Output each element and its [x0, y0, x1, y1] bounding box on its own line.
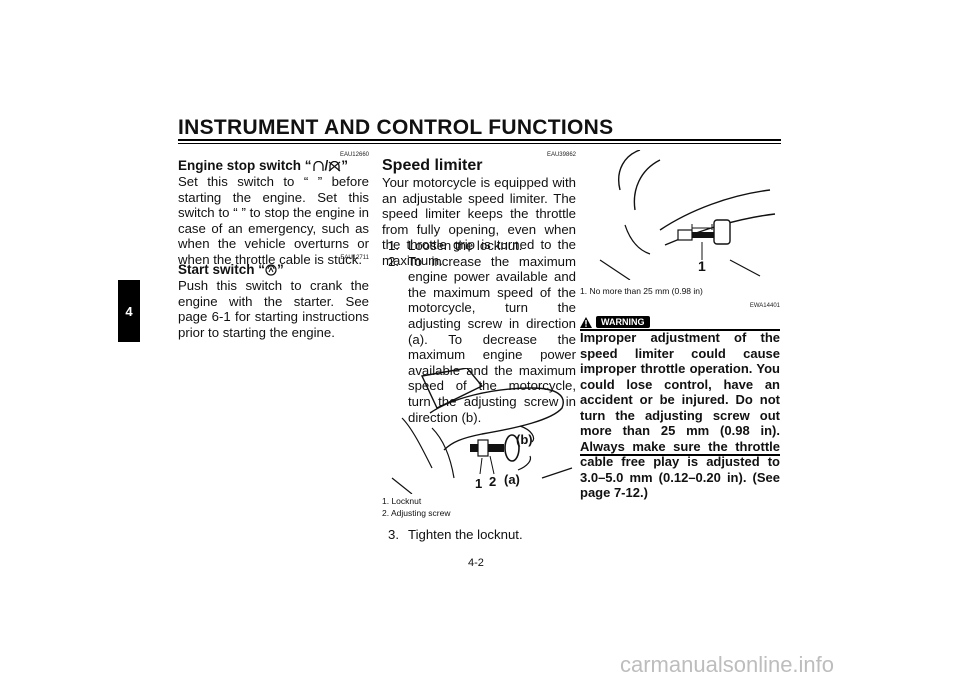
header-rule — [178, 139, 781, 141]
steps-list: 1.Loosen the locknut. 2.To increase the … — [388, 238, 576, 425]
warning-rule-top — [580, 329, 780, 331]
list-item: 3.Tighten the locknut. — [388, 527, 523, 542]
section-code: EAU12660 — [339, 152, 369, 158]
step-3: 3.Tighten the locknut. — [388, 527, 576, 543]
figure-label-1: 1 — [475, 476, 483, 491]
figure-caption: 1. No more than 25 mm (0.98 in) — [580, 286, 703, 296]
header-rule-thin — [178, 143, 781, 144]
warning-rule-bottom — [580, 454, 780, 456]
figure-label-a: (a) — [504, 472, 520, 487]
warning-title: WARNING — [580, 316, 650, 328]
warning-label: WARNING — [596, 316, 650, 328]
figure-label-b: (b) — [516, 432, 533, 447]
figure-caption-2: 2. Adjusting screw — [382, 508, 451, 518]
start-switch-text: Push this switch to crank the engine wit… — [178, 278, 369, 340]
speed-limiter-intro: Your motorcycle is equipped with an adju… — [382, 175, 576, 268]
engine-stop-heading: Engine stop switch “/” — [178, 158, 349, 173]
stop-icon — [328, 160, 341, 172]
handlebar-figure-1 — [391, 368, 573, 494]
engine-stop-text: Set this switch to “ ” before starting t… — [178, 174, 369, 267]
warning-text: Improper adjustment of the speed limiter… — [580, 330, 780, 500]
handlebar-figure-2 — [599, 150, 776, 280]
section-code: EAU39862 — [546, 152, 576, 158]
list-item: 2.To increase the maximum engine power a… — [388, 253, 576, 425]
figure-label-1: 1 — [698, 258, 706, 274]
page-number: 4-2 — [468, 557, 484, 569]
warning-triangle-icon — [580, 316, 592, 328]
start-icon — [265, 264, 277, 277]
figure-caption-1: 1. Locknut — [382, 496, 422, 506]
section-code: EAU12711 — [340, 255, 369, 261]
warning-code: EWA14401 — [749, 303, 780, 309]
figure-label-2: 2 — [489, 474, 497, 489]
page-title: INSTRUMENT AND CONTROL FUNCTIONS — [178, 116, 614, 139]
run-icon — [312, 160, 324, 171]
start-switch-heading: Start switch “” — [178, 262, 284, 277]
watermark: carmanualsonline.info — [620, 652, 835, 677]
speed-limiter-heading: Speed limiter — [382, 157, 483, 174]
chapter-tab: 4 — [118, 280, 140, 342]
list-item: 1.Loosen the locknut. — [388, 238, 523, 253]
